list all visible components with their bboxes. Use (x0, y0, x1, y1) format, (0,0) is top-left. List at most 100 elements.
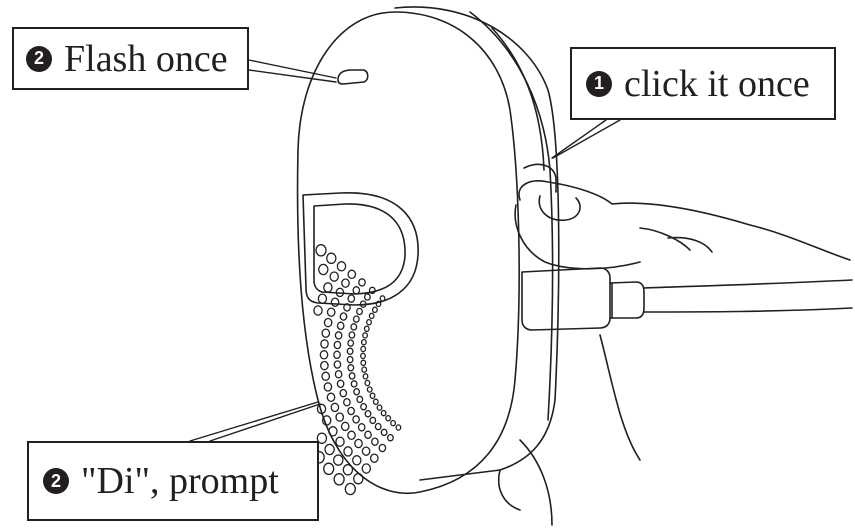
speaker-hole (321, 371, 331, 382)
step-number-badge: 2 (26, 45, 52, 72)
leader-line-click-2 (552, 119, 621, 159)
device-front-face (296, 11, 520, 494)
speaker-hole (364, 430, 372, 440)
speaker-hole (329, 271, 339, 282)
speaker-hole (324, 443, 335, 456)
speaker-hole (352, 415, 360, 424)
led-indicator (337, 69, 369, 85)
speaker-hole (347, 294, 356, 303)
speaker-hole (335, 412, 345, 422)
speaker-hole (375, 300, 382, 308)
speaker-hole (344, 482, 356, 496)
speaker-hole (315, 244, 327, 257)
device-side-edge-inner (491, 27, 545, 171)
callout-label: click it once (624, 62, 810, 105)
speaker-hole (323, 462, 335, 476)
callout-flash-once: 2 Flash once (12, 27, 249, 90)
speaker-hole (371, 437, 379, 446)
speaker-hole (339, 312, 348, 321)
speaker-hole (361, 446, 371, 456)
speaker-hole (390, 419, 397, 427)
speaker-hole (378, 443, 387, 453)
pir-sensor-window (302, 192, 419, 306)
leader-line-flash-2 (248, 59, 337, 79)
speaker-hole (330, 402, 340, 413)
speaker-hole (326, 307, 336, 317)
speaker-hole (343, 303, 351, 312)
speaker-hole (321, 328, 331, 338)
speaker-hole (354, 438, 363, 449)
speaker-hole (360, 402, 368, 411)
speaker-hole (328, 426, 338, 437)
speaker-hole (352, 315, 360, 323)
speaker-hole (321, 415, 332, 426)
speaker-hole (360, 352, 366, 360)
speaker-hole (333, 454, 344, 466)
speaker-hole (334, 369, 343, 379)
speaker-hole (369, 392, 376, 399)
speaker-hole (379, 295, 386, 302)
speaker-hole (361, 463, 372, 474)
speaker-hole (323, 317, 333, 328)
speaker-hole (366, 318, 372, 326)
speaker-hole (361, 366, 368, 373)
speaker-hole (326, 252, 337, 265)
speaker-hole (333, 473, 345, 486)
hand-palm-back (519, 439, 553, 526)
speaker-hole (323, 382, 333, 392)
speaker-hole (348, 372, 356, 380)
cable-bottom (643, 307, 853, 313)
speaker-hole (336, 379, 345, 389)
leader-line-prompt-2 (209, 403, 321, 442)
callout-label: "Di", prompt (81, 460, 279, 502)
speaker-hole (336, 321, 345, 331)
speaker-hole (364, 409, 372, 418)
thumb-nail (538, 195, 581, 221)
speaker-hole (346, 355, 354, 364)
speaker-hole (385, 414, 392, 422)
hand-thumb-lower (514, 204, 641, 270)
speaker-hole (352, 286, 361, 295)
speaker-hole (313, 305, 323, 316)
speaker-hole (335, 287, 345, 298)
leader-line-click (551, 119, 607, 159)
hand-thumb (518, 180, 851, 261)
step-number-badge: 1 (586, 70, 612, 97)
speaker-hole (318, 263, 329, 276)
speaker-hole (357, 423, 366, 432)
speaker-hole (380, 428, 388, 437)
speaker-hole (350, 380, 358, 388)
speaker-hole (346, 347, 354, 356)
hand-crease (639, 227, 691, 251)
speaker-hole (380, 409, 387, 417)
pin-tool (521, 267, 611, 331)
speaker-hole (395, 424, 402, 431)
speaker-hole (353, 388, 361, 396)
speaker-hole (319, 350, 329, 360)
speaker-hole (326, 392, 336, 403)
speaker-hole (362, 373, 369, 380)
device-back-shell (394, 6, 560, 481)
speaker-hole (358, 278, 366, 287)
speaker-grille (313, 244, 402, 496)
speaker-hole (343, 446, 353, 457)
speaker-hole (340, 421, 350, 432)
callout-prompt-sound: 2 "Di", prompt (27, 441, 319, 521)
speaker-hole (371, 306, 378, 314)
speaker-hole (343, 397, 351, 407)
callout-label: Flash once (64, 37, 228, 80)
speaker-hole (372, 398, 379, 406)
side-button (523, 163, 557, 193)
speaker-hole (347, 339, 355, 347)
speaker-hole (316, 432, 328, 444)
speaker-hole (330, 297, 340, 307)
leader-line-flash (248, 69, 337, 83)
speaker-hole (376, 404, 383, 411)
callout-click-once: 1 click it once (570, 47, 836, 120)
leader-line-prompt (189, 401, 319, 442)
speaker-hole (353, 472, 364, 485)
speaker-hole (364, 379, 371, 387)
speaker-hole (363, 293, 371, 301)
